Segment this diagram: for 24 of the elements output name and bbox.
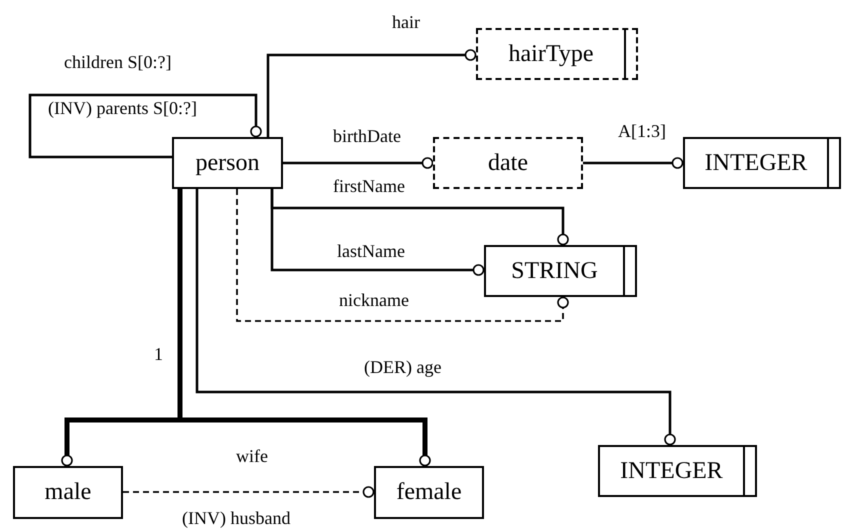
node-label: person — [196, 150, 260, 176]
node-label: INTEGER — [620, 458, 723, 484]
node-label: STRING — [511, 258, 598, 284]
node-label: hairType — [508, 40, 594, 68]
defined-type-box — [476, 28, 638, 80]
connector — [236, 189, 569, 322]
entity-box — [172, 137, 283, 189]
simple-type-box — [598, 445, 757, 497]
connector — [270, 189, 484, 276]
node-label: date — [488, 150, 528, 176]
defined-type-box — [433, 137, 583, 189]
simple-type-box — [683, 137, 841, 189]
connector — [583, 157, 684, 169]
connector — [196, 189, 676, 446]
node-label: female — [396, 479, 462, 506]
simple-type-box — [484, 245, 637, 297]
entity-box — [374, 466, 484, 519]
connector — [266, 49, 476, 137]
entity-box — [13, 466, 123, 519]
node-label: male — [44, 479, 92, 506]
connector — [283, 157, 434, 169]
connector — [28, 94, 262, 158]
node-label: INTEGER — [704, 150, 808, 176]
connector — [123, 486, 374, 498]
